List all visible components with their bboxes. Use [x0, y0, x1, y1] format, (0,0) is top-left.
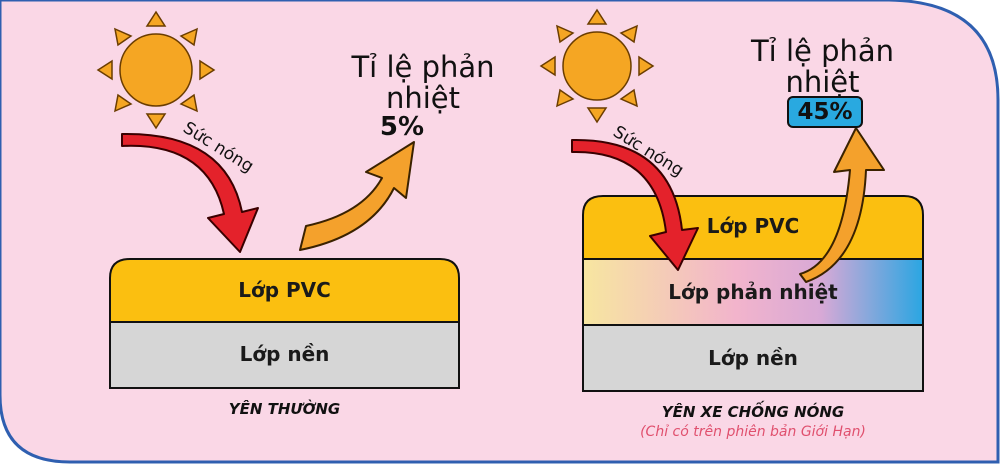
heat-arrow-right [571, 138, 699, 271]
heat-arrow-left [121, 132, 259, 253]
limited-edition-note: (Chỉ có trên phiên bản Giới Hạn) [640, 424, 866, 440]
reflection-ratio-label-right: Tỉ lệ phản nhiệt [750, 34, 895, 99]
base-layer-label-right: Lớp nền [708, 346, 798, 370]
pvc-layer-label-left: Lớp PVC [238, 278, 331, 302]
sun-icon-right [539, 8, 655, 124]
pvc-layer-label-right: Lớp PVC [706, 214, 800, 238]
reflection-percent-badge-right: 45% [787, 96, 863, 128]
base-layer-right [582, 324, 924, 392]
sun-icon-left [96, 10, 216, 130]
caption-right: YÊN XE CHỐNG NÓNG [661, 403, 845, 421]
base-layer-label-left: Lớp nền [239, 342, 330, 366]
base-layer-left [109, 321, 460, 389]
pvc-layer-left [109, 258, 460, 323]
caption-left: YÊN THƯỜNG [228, 400, 341, 418]
reflective-layer-label-right: Lớp phản nhiệt [668, 280, 838, 304]
reflection-ratio-label-left: Tỉ lệ phản nhiệt [351, 50, 495, 115]
reflection-percent-left: 5% [379, 112, 425, 142]
reflect-arrow-right [799, 127, 885, 283]
reflect-arrow-left [299, 141, 415, 251]
